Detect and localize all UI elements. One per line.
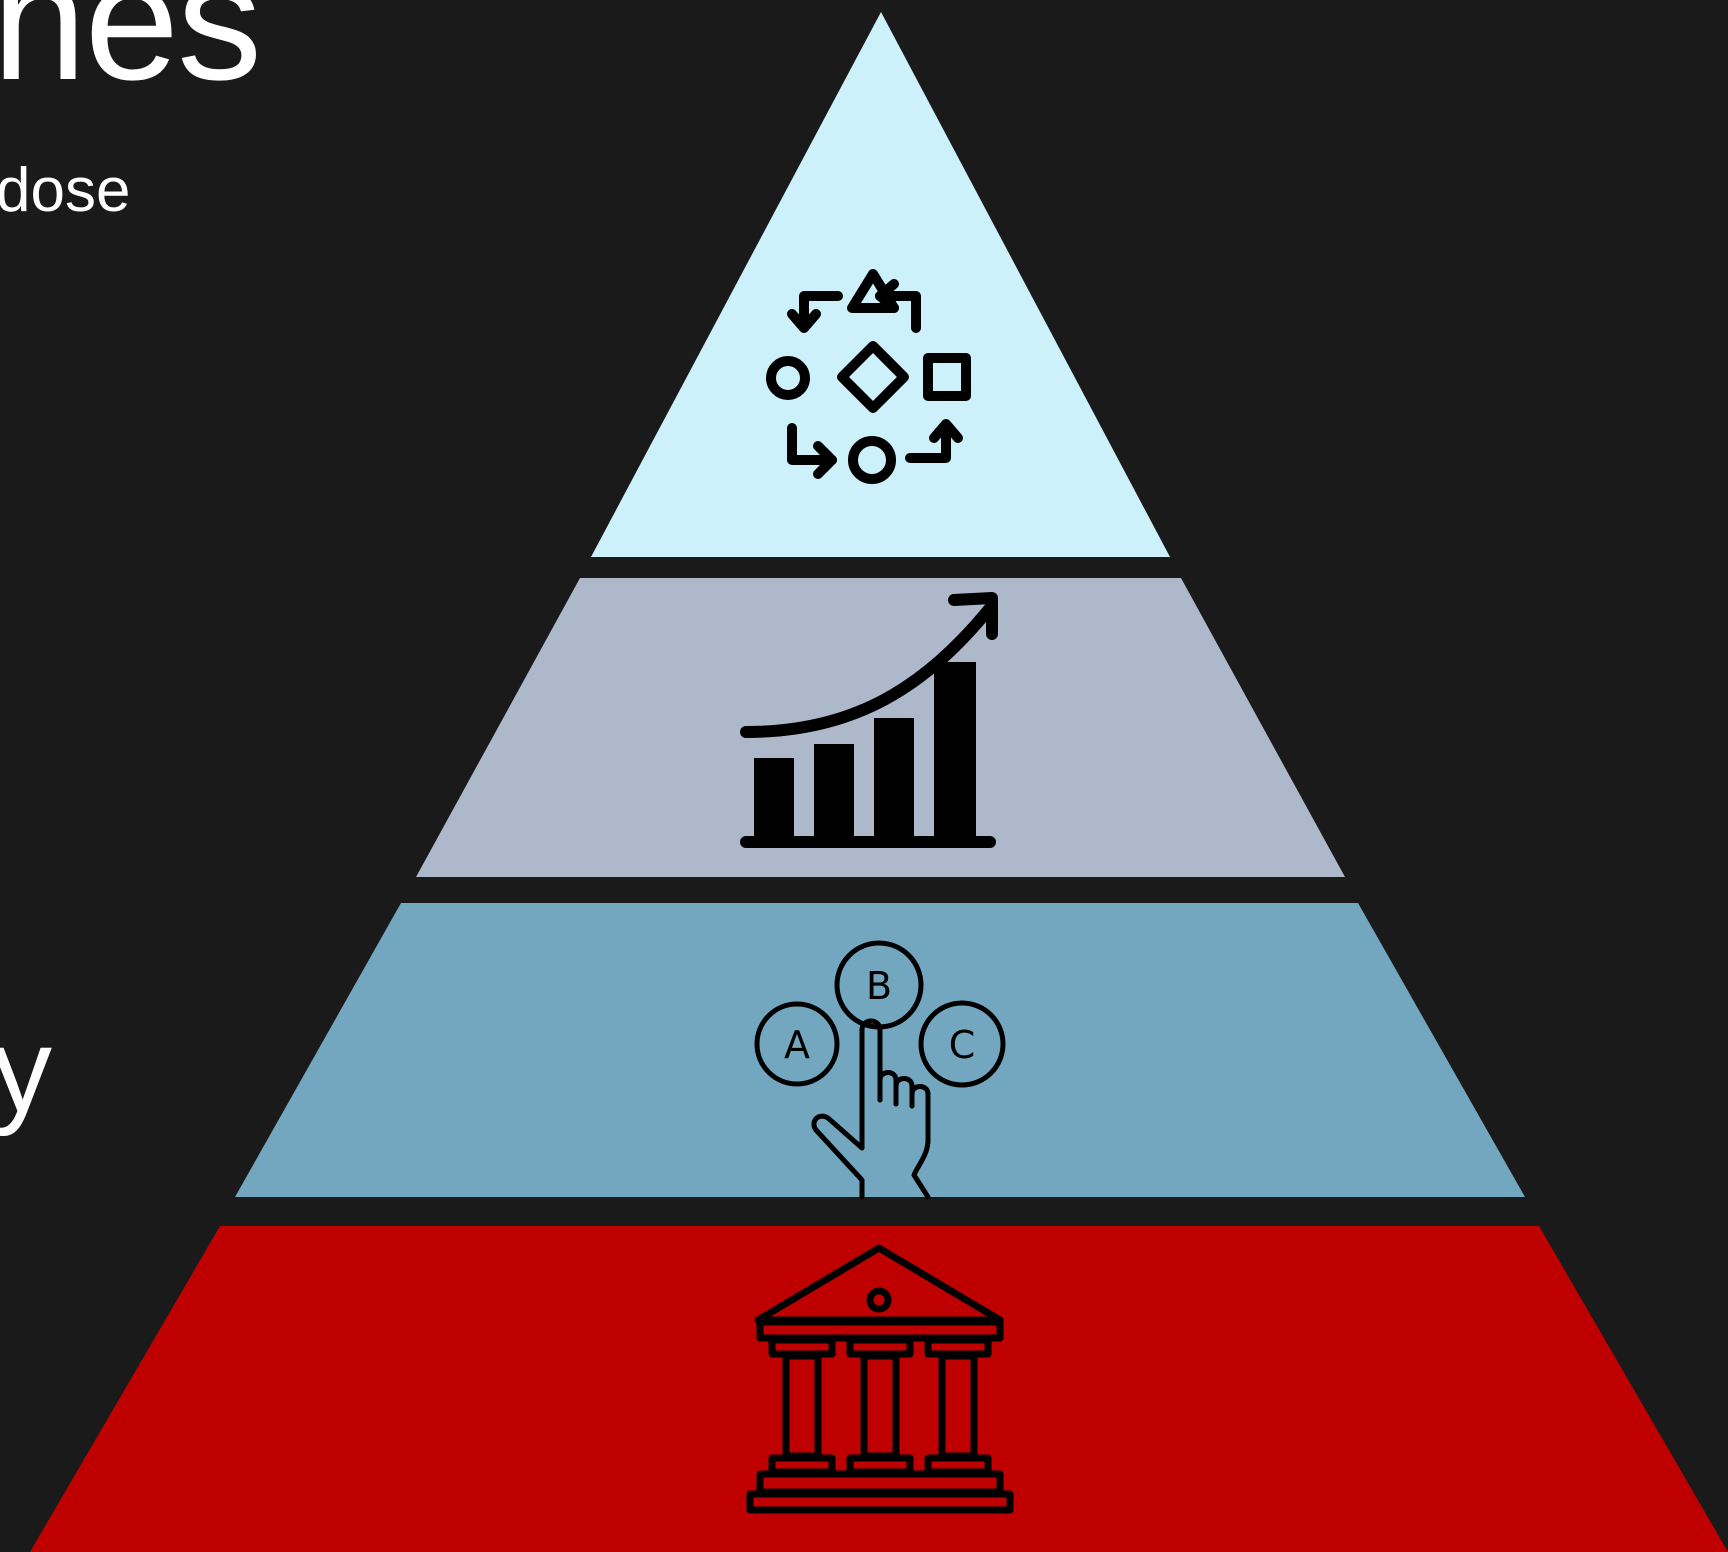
svg-text:A: A — [784, 1023, 810, 1067]
growth-chart-icon — [740, 592, 998, 848]
process-cycle-shapes-icon — [766, 269, 971, 484]
abc-choice-hand-icon: A B C — [754, 940, 1006, 1200]
svg-text:C: C — [949, 1023, 976, 1067]
pyramid-tier-base — [30, 1226, 1728, 1552]
slide-title-fragment: nes — [0, 0, 262, 116]
slide-side-text-fragment: y — [0, 1003, 52, 1137]
slide-subtitle-fragment: dose — [0, 156, 131, 225]
svg-text:B: B — [866, 964, 892, 1008]
institution-building-icon — [746, 1244, 1014, 1514]
